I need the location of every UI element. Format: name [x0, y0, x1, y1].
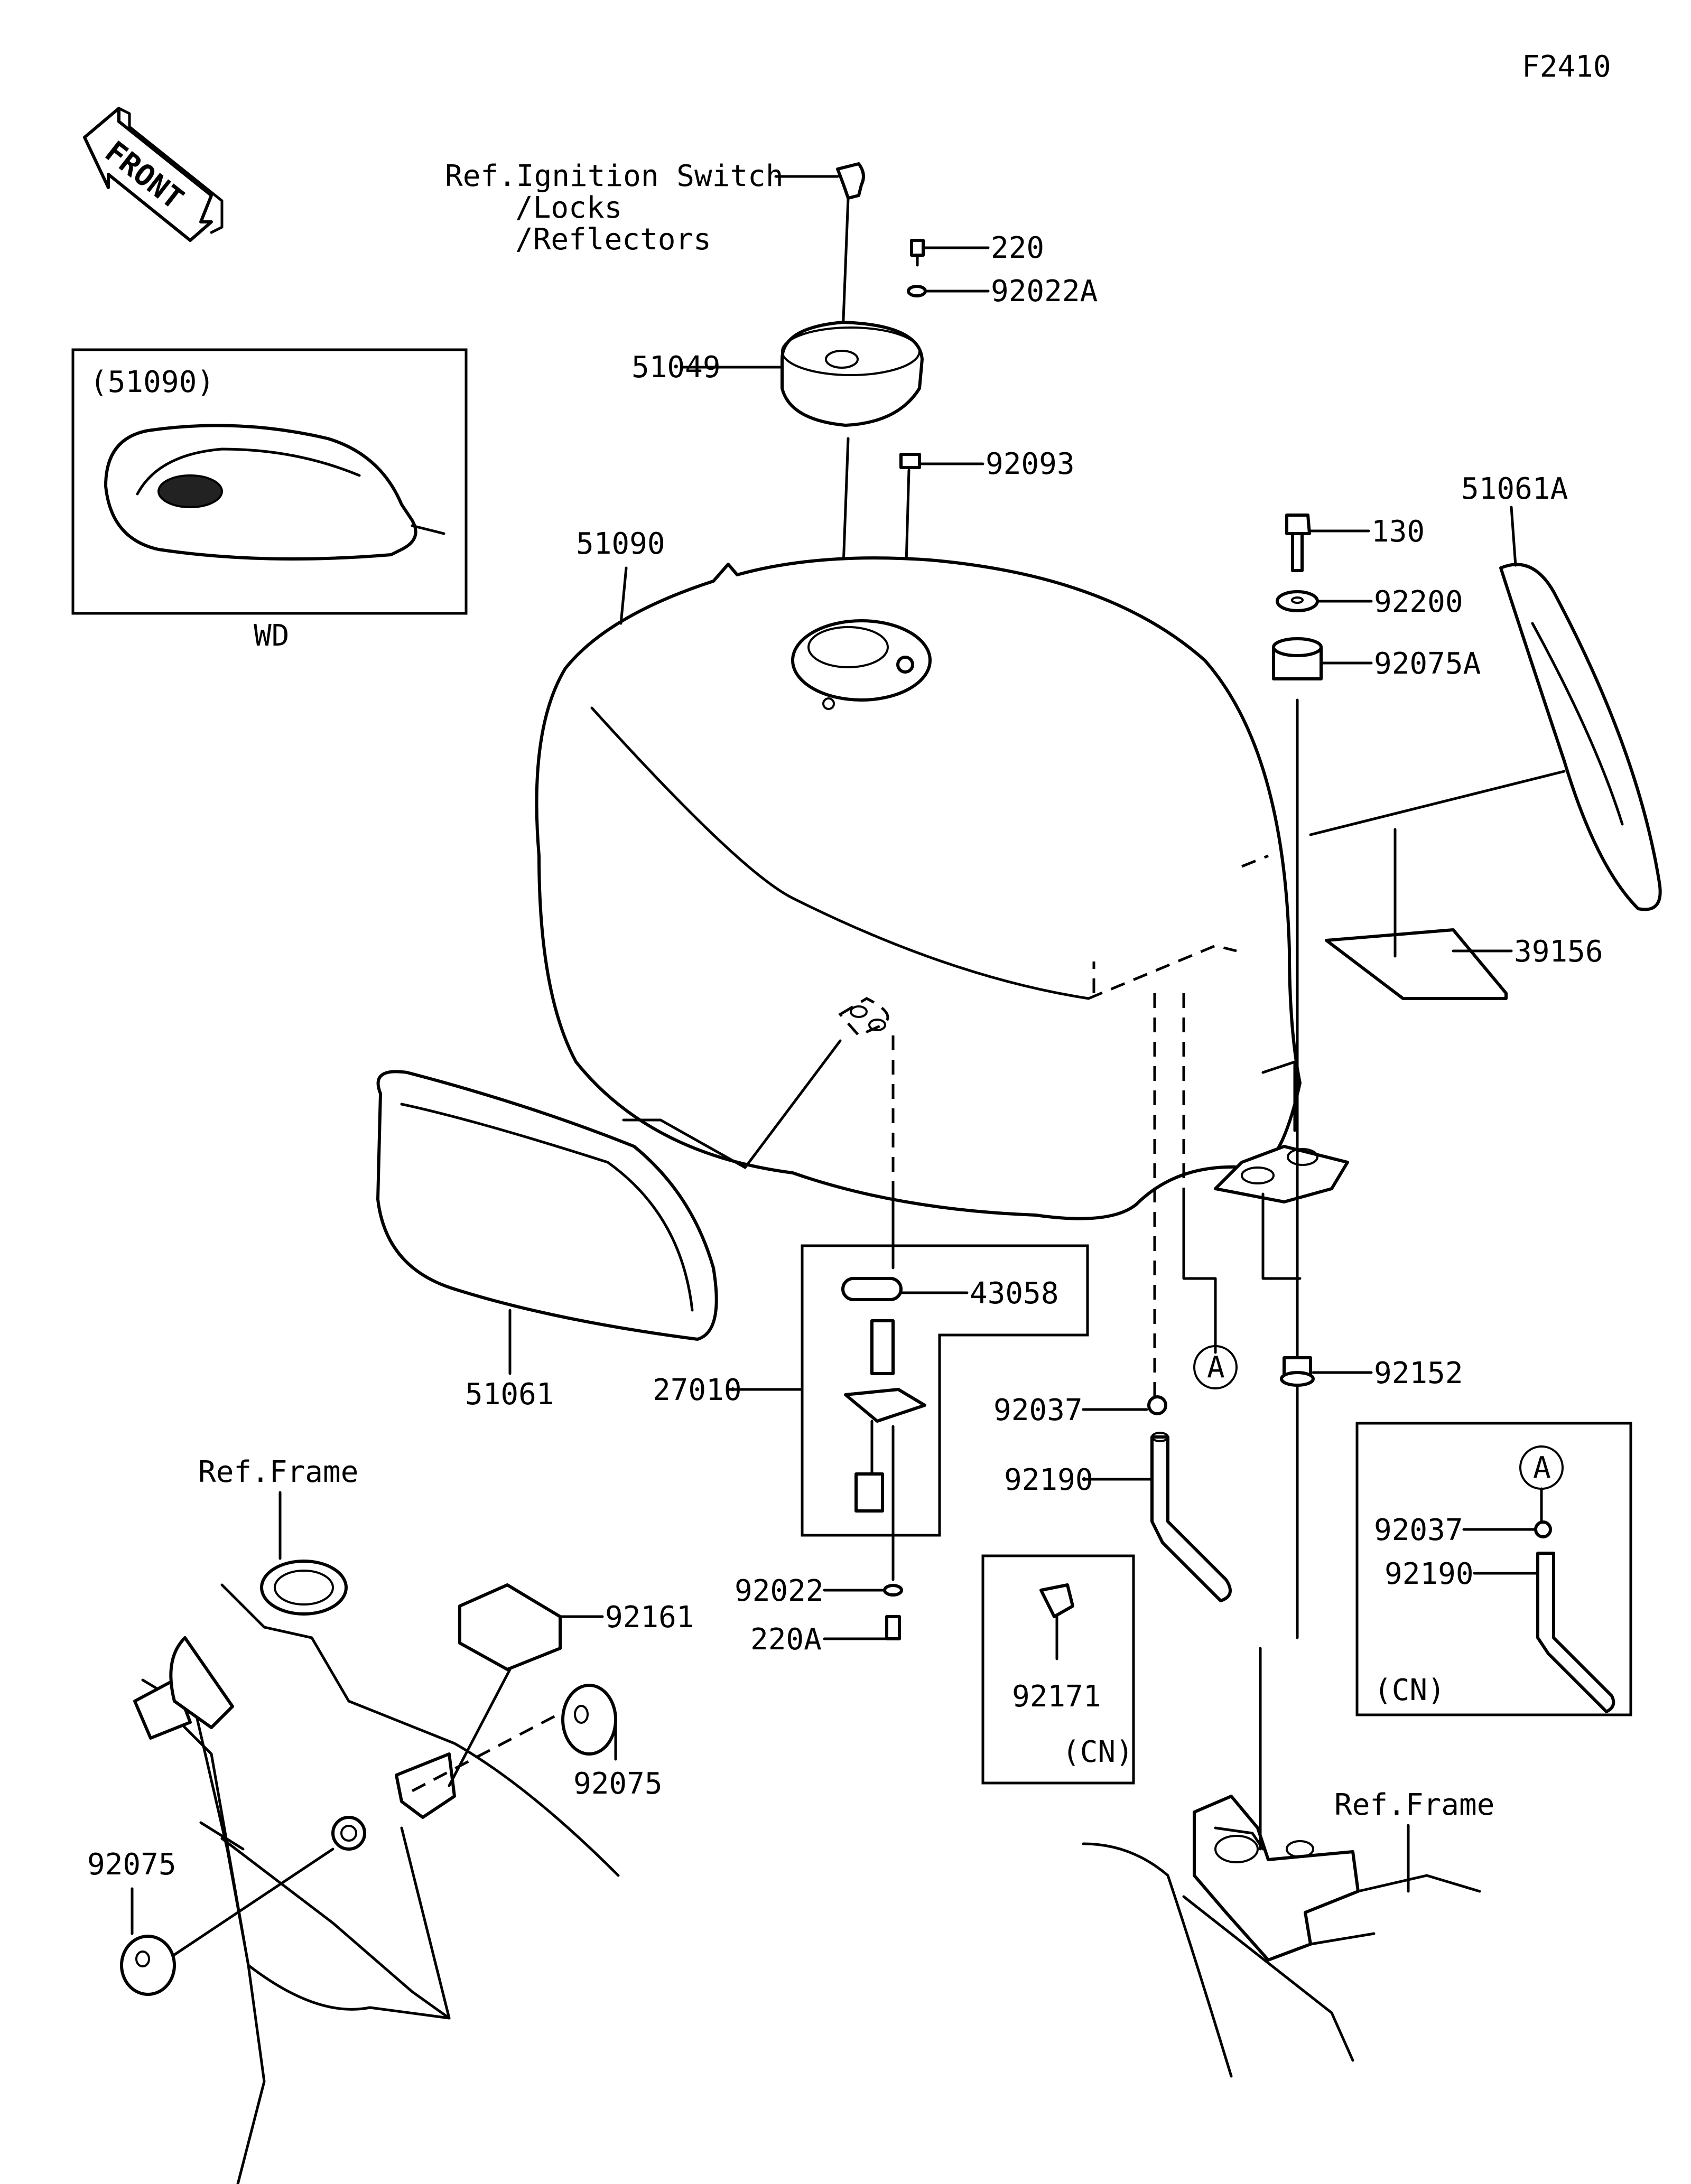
damper-92075-left: 92075: [87, 1847, 335, 1996]
clip-92037: 92037: [993, 993, 1217, 1427]
fuel-cap-51049: 51049: [631, 321, 924, 651]
inset-cn-92171: 92171 (CN): [981, 1554, 1135, 1785]
label-92075-right: 92075: [573, 1767, 663, 1801]
label-51061: 51061: [465, 1377, 554, 1412]
inset-cn-region: (CN): [1374, 1673, 1445, 1707]
label-92022: 92022: [735, 1574, 824, 1608]
label-92200: 92200: [1374, 585, 1463, 619]
inset-cn-label-92171: 92171: [1012, 1679, 1101, 1714]
label-51090: 51090: [576, 527, 665, 561]
label-92075-left: 92075: [87, 1847, 176, 1882]
ref-frame-left-label: Ref.Frame: [198, 1455, 358, 1489]
label-92190: 92190: [1004, 1463, 1093, 1497]
label-39156: 39156: [1514, 935, 1603, 969]
label-27010: 27010: [653, 1373, 742, 1407]
callout-a: A: [1193, 1345, 1238, 1389]
washer-92022: 92022: [735, 1574, 903, 1608]
ref-ignition-switch-label: Ref.Ignition Switch: [445, 159, 784, 193]
bolt-220: 220: [910, 231, 1044, 267]
inset-cn-label-92037: 92037: [1374, 1513, 1463, 1547]
inset-cn-a: A 92037 92190 (CN): [1355, 1422, 1632, 1716]
frame-reference-right: Ref.Frame: [1082, 1788, 1494, 2078]
figure-code: F2410: [1522, 50, 1611, 84]
label-92093: 92093: [986, 447, 1075, 481]
frame-reference-left: Ref.Frame: [133, 1455, 620, 2184]
knee-pad-51061: 51061: [376, 1039, 842, 1412]
label-92022A: 92022A: [991, 274, 1098, 309]
screw-220A: 220A: [750, 1615, 901, 1657]
label-51049: 51049: [631, 350, 721, 385]
hose-92190: 92190: [1004, 1432, 1232, 1602]
inset-cn-label-92190: 92190: [1385, 1557, 1474, 1591]
inset-cn-92171-region: (CN): [1062, 1735, 1133, 1769]
grommet-92093: 92093: [899, 447, 1075, 657]
label-92152: 92152: [1374, 1356, 1463, 1390]
inset-cn-a-marker: A: [1533, 1451, 1551, 1485]
collar-92152: 92152: [1280, 1356, 1463, 1390]
washer-92022A: 92022A: [907, 274, 1098, 309]
damper-92075-right: 92075: [561, 1684, 663, 1801]
inset-wd: (51090) WD: [71, 348, 468, 653]
knee-pad-51061A: 51061A: [1309, 472, 1662, 911]
fuel-tank-51090: 51090: [535, 527, 1349, 1280]
ref-locks-label: /Locks: [515, 191, 622, 225]
ref-reflectors-label: /Reflectors: [515, 222, 711, 257]
damper-92075A: 92075A: [1272, 637, 1481, 681]
label-92161: 92161: [605, 1600, 694, 1635]
bolt-130: 130: [1285, 514, 1425, 572]
washer-92200: 92200: [1276, 585, 1463, 619]
label-220A: 220A: [750, 1622, 822, 1657]
ignition-switch-reference: Ref.Ignition Switch /Locks /Reflectors: [445, 159, 865, 361]
label-51061A: 51061A: [1461, 472, 1568, 506]
label-43058: 43058: [970, 1276, 1059, 1311]
sheet-39156: 39156: [1325, 828, 1603, 1000]
label-220: 220: [991, 231, 1044, 265]
inset-wd-caption: WD: [254, 619, 289, 653]
label-130: 130: [1371, 515, 1425, 549]
callout-a-label: A: [1207, 1350, 1225, 1385]
ref-frame-right-label: Ref.Frame: [1334, 1788, 1494, 1822]
fuel-pump-27010: 43058 27010: [653, 1035, 1089, 1581]
front-arrow-icon: FRONT: [83, 107, 224, 242]
inset-wd-part: (51090): [90, 365, 215, 399]
label-92075A: 92075A: [1374, 647, 1481, 681]
pad-92161: 92161: [448, 1583, 694, 1787]
label-92037: 92037: [993, 1393, 1083, 1427]
